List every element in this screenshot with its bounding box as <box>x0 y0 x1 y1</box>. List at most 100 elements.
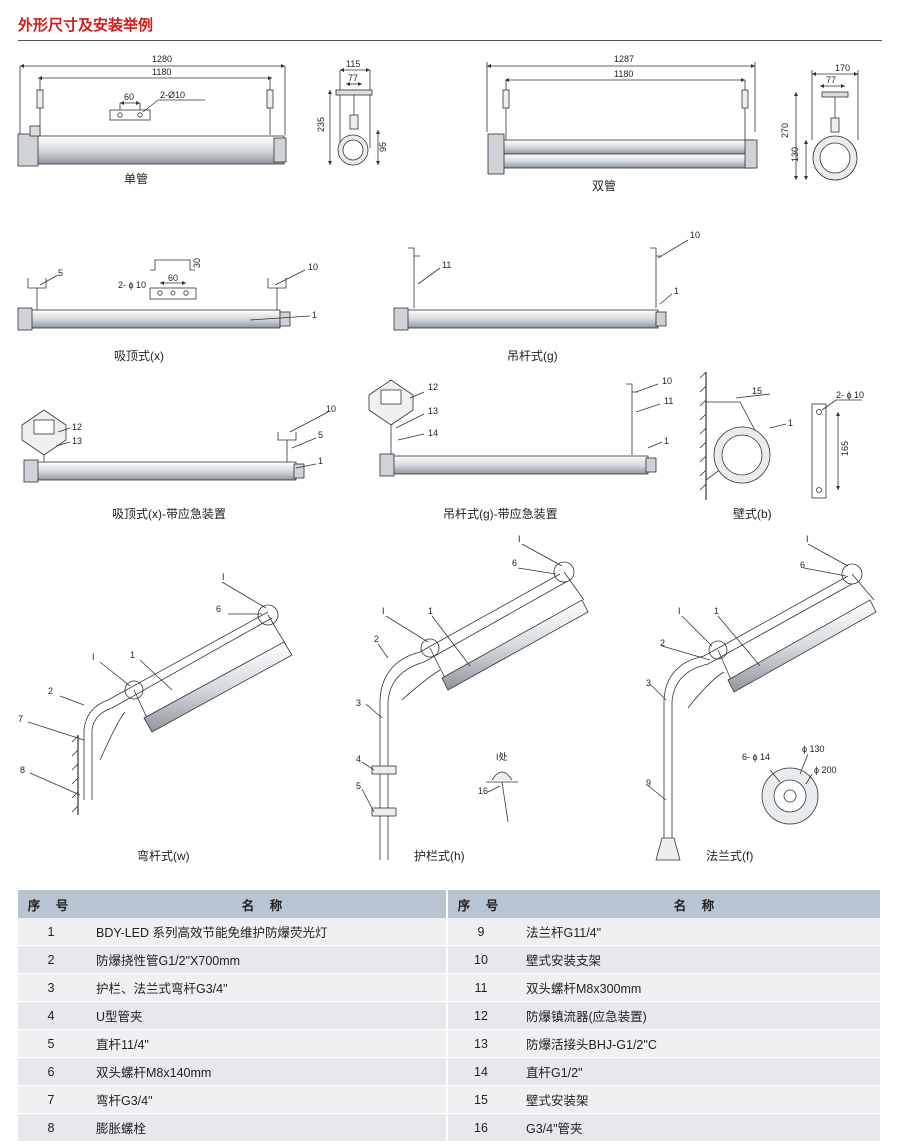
callout: 2 <box>374 634 379 644</box>
dimension-labels: 1280 1180 60 2-Ø10 115 77 235 95 1287 11… <box>118 54 864 775</box>
callout: 6 <box>216 604 221 614</box>
title-divider <box>18 40 882 41</box>
dim-double-side-height2: 130 <box>790 147 800 162</box>
dim-ceiling-bracket-height: 30 <box>192 258 202 268</box>
callout: 1 <box>664 436 669 446</box>
row-no-right: 9 <box>446 918 514 946</box>
row-no-right: 13 <box>446 1029 514 1058</box>
callout: 8 <box>20 765 25 775</box>
callout: 1 <box>714 606 719 616</box>
callout: 6 <box>800 560 805 570</box>
callout: 13 <box>428 406 438 416</box>
row-name-right: G3/4"管夹 <box>514 1113 880 1142</box>
callout: 4 <box>356 754 361 764</box>
caption-ceiling: 吸顶式(x) <box>114 349 164 363</box>
dim-double-side-width: 170 <box>835 63 850 73</box>
callout: I <box>518 534 521 544</box>
callout: 11 <box>664 396 673 406</box>
callout: 14 <box>428 428 438 438</box>
header-name-left: 名 称 <box>84 890 447 918</box>
callout: I <box>92 652 95 662</box>
double-tube-front-view <box>486 62 758 175</box>
installation-drawings: 1280 1180 60 2-Ø10 115 77 235 95 1287 11… <box>17 54 877 863</box>
dim-double-side-inner: 77 <box>826 75 836 85</box>
row-no-left: 8 <box>18 1113 84 1142</box>
double-tube-side-view <box>794 70 859 181</box>
dim-single-side-width: 115 <box>346 59 360 69</box>
callout: 12 <box>428 382 438 392</box>
row-no-right: 11 <box>446 973 514 1002</box>
callout: 2 <box>660 638 665 648</box>
dim-ceiling-holes: 2- ϕ 10 <box>118 280 146 290</box>
dim-ceiling-hole-spacing: 60 <box>168 273 178 283</box>
callout: 6 <box>512 558 517 568</box>
dim-flange-d2: ϕ 200 <box>814 765 837 775</box>
row-no-right: 10 <box>446 945 514 974</box>
row-name-right: 双头螺杆M8x300mm <box>514 973 880 1002</box>
ceiling-mount-diagram <box>17 259 311 331</box>
callout: I <box>678 606 681 616</box>
dim-wall-height: 165 <box>840 441 850 456</box>
row-no-left: 3 <box>18 973 84 1002</box>
callout: 10 <box>662 376 672 386</box>
caption-bent-rod: 弯杆式(w) <box>137 848 190 863</box>
callout: 5 <box>318 430 323 440</box>
row-no-left: 2 <box>18 945 84 974</box>
caption-double: 双管 <box>592 178 616 193</box>
row-no-left: 1 <box>18 918 84 946</box>
row-no-right: 16 <box>446 1113 514 1142</box>
caption-pendant: 吊杆式(g) <box>507 349 558 363</box>
row-name-left: 弯杆G3/4" <box>84 1085 447 1114</box>
callout: 3 <box>646 678 651 688</box>
callout: 11 <box>442 260 451 270</box>
row-no-left: 7 <box>18 1085 84 1114</box>
row-name-left: 双头螺杆M8x140mm <box>84 1057 447 1086</box>
row-no-left: 6 <box>18 1057 84 1086</box>
table-row: 5 直杆11/4" 13 防爆活接头BHJ-G1/2"C <box>18 1029 880 1058</box>
parts-table-header: 序 号 名 称 序 号 名 称 <box>18 890 880 918</box>
row-no-right: 15 <box>446 1085 514 1114</box>
callout: 1 <box>788 418 793 428</box>
row-no-right: 12 <box>446 1001 514 1030</box>
dim-flange-d1: ϕ 130 <box>802 744 825 754</box>
row-name-right: 法兰杆G11/4" <box>514 918 880 946</box>
row-name-left: 直杆11/4" <box>84 1029 447 1058</box>
callout: 10 <box>690 230 700 240</box>
callout: 1 <box>318 456 323 466</box>
row-no-right: 14 <box>446 1057 514 1086</box>
row-name-right: 防爆镇流器(应急装置) <box>514 1001 880 1030</box>
row-name-right: 壁式安装支架 <box>514 945 880 974</box>
table-row: 3 护栏、法兰式弯杆G3/4" 11 双头螺杆M8x300mm <box>18 973 880 1002</box>
caption-wall: 壁式(b) <box>733 506 772 521</box>
table-row: 6 双头螺杆M8x140mm 14 直杆G1/2" <box>18 1057 880 1086</box>
dim-single-overall: 1280 <box>152 54 172 64</box>
dim-single-side-height2: 95 <box>378 142 388 152</box>
row-name-left: 膨胀螺栓 <box>84 1113 447 1142</box>
dim-single-inner: 1180 <box>152 67 171 77</box>
dim-flange-holes: 6- ϕ 14 <box>742 752 770 762</box>
header-name-right: 名 称 <box>514 890 880 918</box>
dim-wall-holes: 2- ϕ 10 <box>836 390 864 400</box>
pendant-mount-diagram <box>393 239 689 331</box>
callout: 16 <box>478 786 488 796</box>
dim-double-overall: 1287 <box>614 54 634 64</box>
caption-pendant-emergency: 吊杆式(g)-带应急装置 <box>443 506 558 521</box>
parts-table: 序 号 名 称 序 号 名 称 1 BDY-LED 系列高效节能免维护防爆荧光灯… <box>18 890 880 1142</box>
callout: 2 <box>48 686 53 696</box>
ceiling-mount-emergency-diagram <box>21 409 329 483</box>
row-name-right: 直杆G1/2" <box>514 1057 880 1086</box>
table-row: 1 BDY-LED 系列高效节能免维护防爆荧光灯 9 法兰杆G11/4" <box>18 918 880 946</box>
row-name-right: 防爆活接头BHJ-G1/2"C <box>514 1029 880 1058</box>
diagram-captions: 单管 双管 吸顶式(x) 吊杆式(g) 吸顶式(x)-带应急装置 吊杆式(g)-… <box>112 171 772 863</box>
railing-mount-diagram <box>361 543 589 860</box>
callout: 15 <box>752 386 762 396</box>
callout: 1 <box>130 650 135 660</box>
bent-rod-mount-diagram <box>27 581 293 815</box>
callout: I <box>222 572 225 582</box>
callout: 5 <box>356 781 361 791</box>
callout-numbers: 5 10 1 11 10 1 12 13 10 5 1 12 13 14 10 … <box>18 230 809 796</box>
header-no-right: 序 号 <box>446 890 514 918</box>
caption-railing: 护栏式(h) <box>414 848 465 863</box>
single-tube-side-view <box>328 68 380 166</box>
table-row: 8 膨胀螺栓 16 G3/4"管夹 <box>18 1113 880 1142</box>
